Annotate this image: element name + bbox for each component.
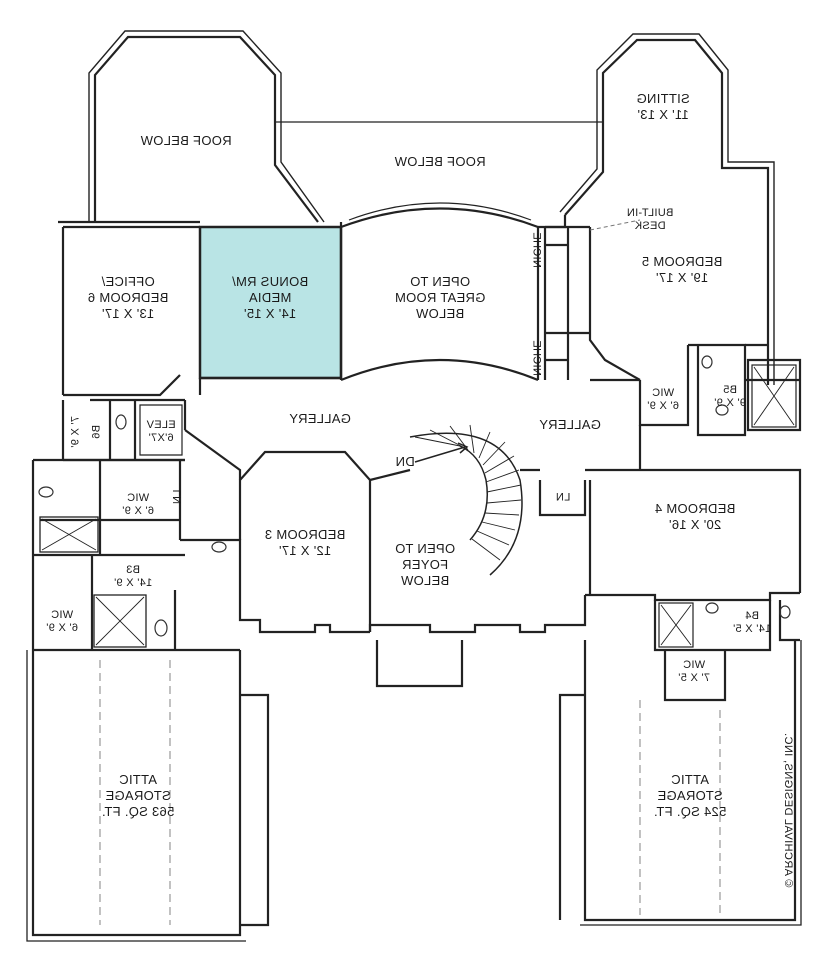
sitting-bay-outer: [559, 33, 775, 385]
attic-right: [558, 640, 797, 922]
porch: [375, 640, 464, 688]
toilet-b4: [705, 602, 719, 614]
great-room-curve: [340, 207, 539, 229]
elev-inner: [139, 404, 183, 456]
sink-b5: [701, 355, 713, 369]
shower-b5-x: [753, 366, 795, 426]
shower-b5: [751, 364, 797, 428]
sink-b3: [211, 541, 227, 553]
shower-b4: [658, 602, 694, 648]
roof-bay-left-inner: [88, 30, 325, 223]
stair-treads: [414, 424, 522, 561]
office-wall: [61, 225, 200, 395]
foyer-walls: [368, 595, 587, 634]
toilet-left: [38, 486, 54, 498]
copyright-notice: © ARCHIVAL DESIGNS, INC.: [782, 732, 794, 888]
desk-line: [589, 219, 641, 231]
b4-block: [653, 600, 800, 702]
toilet-b5: [715, 404, 729, 416]
shower-b4-x: [660, 604, 692, 646]
stair-arrow: [414, 442, 469, 463]
gallery-walls: [184, 376, 642, 482]
label-niche-bottom: NICHE: [530, 340, 543, 376]
toilet-b6: [115, 414, 127, 430]
label-down: DN: [395, 454, 415, 469]
sink-b4: [779, 605, 791, 619]
bedroom3-walls: [238, 450, 372, 634]
shower-b3-x: [95, 596, 145, 646]
stair-inner: [459, 445, 489, 541]
great-room-bottom-curve: [340, 358, 539, 382]
label-gallery-left: GALLERY: [289, 411, 351, 426]
office-bottom-wall: [63, 374, 181, 397]
niche-block: [543, 225, 590, 380]
label-roof-below-left: ROOF BELOW: [140, 133, 232, 148]
label-gallery-right: GALLERY: [539, 417, 601, 432]
label-b6: B6: [90, 424, 103, 440]
great-room-curve-inner: [348, 202, 532, 221]
bedroom5-walls: [588, 227, 768, 381]
b5-wic-block: [638, 343, 802, 437]
shower-b3: [93, 594, 147, 648]
sitting-bay: [564, 38, 770, 385]
toilet-b3: [154, 619, 168, 637]
roof-bay-left: [93, 35, 319, 223]
label-roof-below-center: ROOF BELOW: [394, 154, 486, 169]
attic-left-inner: [26, 650, 246, 942]
bonus-room-highlight[interactable]: [198, 225, 343, 380]
linen-right: [538, 480, 587, 517]
label-ln-left: LN: [171, 489, 184, 505]
shower-left-x: [41, 518, 97, 551]
stair-outer: [409, 432, 523, 576]
label-niche-top: NICHE: [530, 232, 543, 268]
attic-right-inner: [580, 640, 802, 926]
bedroom4-walls: [585, 468, 802, 602]
attic-dashes: [99, 660, 721, 925]
shower-left: [39, 516, 99, 553]
label-ln-right: LN: [555, 491, 571, 504]
outer-wall-top-left: [58, 220, 343, 227]
attic-left: [31, 650, 270, 937]
label-b6-size: 7' X 9': [69, 416, 82, 448]
